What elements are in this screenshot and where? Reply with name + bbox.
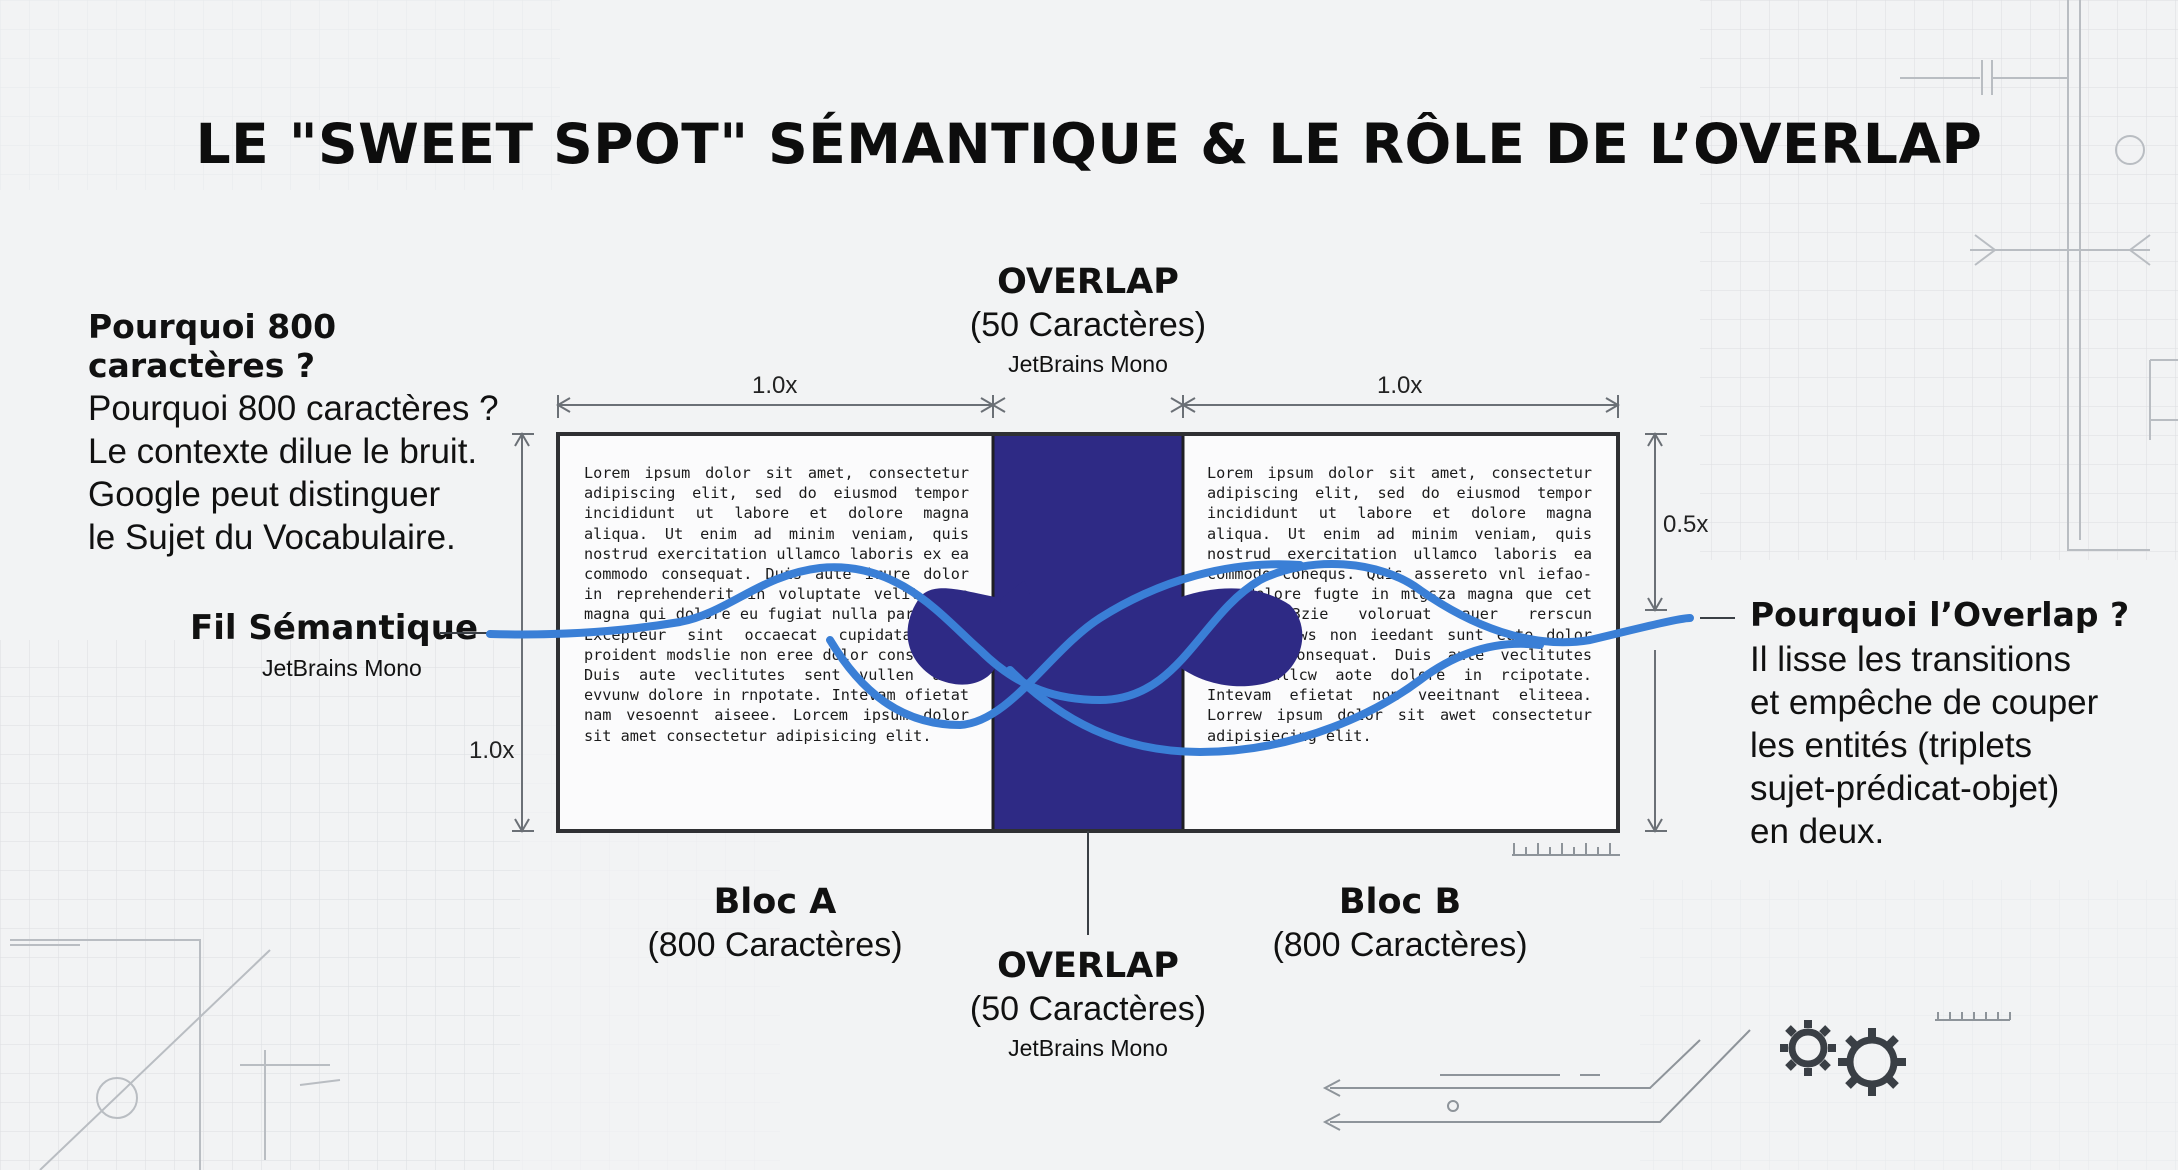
why-overlap-heading: Pourquoi l’Overlap ? xyxy=(1750,595,2130,634)
block-b-count: (800 Caractères) xyxy=(1272,926,1528,964)
semantic-thread-font: JetBrains Mono xyxy=(262,655,422,681)
block-a-title: Bloc A xyxy=(713,882,837,922)
why800-line: Pourquoi 800 caractères ? xyxy=(88,389,499,428)
overlap-top-title: OVERLAP xyxy=(997,262,1179,302)
why-overlap-line: Il lisse les transitions xyxy=(1750,640,2071,679)
dimension-label-top-left: 1.0x xyxy=(752,372,798,399)
why-overlap-line: les entités (triplets xyxy=(1750,726,2033,765)
block-b-label: Bloc B (800 Caractères) xyxy=(1250,882,1550,965)
dimension-label-right: 0.5x xyxy=(1663,511,1709,538)
why800-heading: Pourquoi 800 caractères ? xyxy=(88,307,337,385)
semantic-thread-label: Fil Sémantique xyxy=(190,608,479,648)
dimension-label-top-right: 1.0x xyxy=(1377,372,1423,399)
block-a-count: (800 Caractères) xyxy=(647,926,903,964)
why800-line: Le contexte dilue le bruit. xyxy=(88,432,478,471)
overlap-top-label: OVERLAP (50 Caractères) JetBrains Mono xyxy=(938,262,1238,378)
why800-panel: Pourquoi 800 caractères ? Pourquoi 800 c… xyxy=(88,307,528,559)
why800-line: Google peut distinguer xyxy=(88,475,441,514)
block-a-label: Bloc A (800 Caractères) xyxy=(625,882,925,965)
page-title: LE "SWEET SPOT" SÉMANTIQUE & LE RÔLE DE … xyxy=(195,112,1983,176)
gear-icon xyxy=(1788,1028,1898,1088)
block-b-title: Bloc B xyxy=(1338,882,1462,922)
why-overlap-line: en deux. xyxy=(1750,812,1885,851)
block-a-text: Lorem ipsum dolor sit amet, consectetur … xyxy=(584,464,969,745)
overlap-bottom-title: OVERLAP xyxy=(997,946,1179,986)
why800-line: le Sujet du Vocabulaire. xyxy=(88,518,456,557)
why-overlap-panel: Pourquoi l’Overlap ? Il lisse les transi… xyxy=(1750,595,2170,853)
overlap-bottom-label: OVERLAP (50 Caractères) JetBrains Mono xyxy=(938,946,1238,1062)
overlap-top-font: JetBrains Mono xyxy=(1008,351,1168,377)
why-overlap-line: et empêche de couper xyxy=(1750,683,2099,722)
overlap-top-count: (50 Caractères) xyxy=(969,306,1207,344)
overlap-bottom-count: (50 Caractères) xyxy=(969,990,1207,1028)
dimension-label-left: 1.0x xyxy=(469,737,515,764)
overlap-bottom-font: JetBrains Mono xyxy=(1008,1035,1168,1061)
block-b-text: Lorem ipsum dolor sit amet, consectetur … xyxy=(1207,464,1592,745)
why-overlap-line: sujet-prédicat-objet) xyxy=(1750,769,2060,808)
